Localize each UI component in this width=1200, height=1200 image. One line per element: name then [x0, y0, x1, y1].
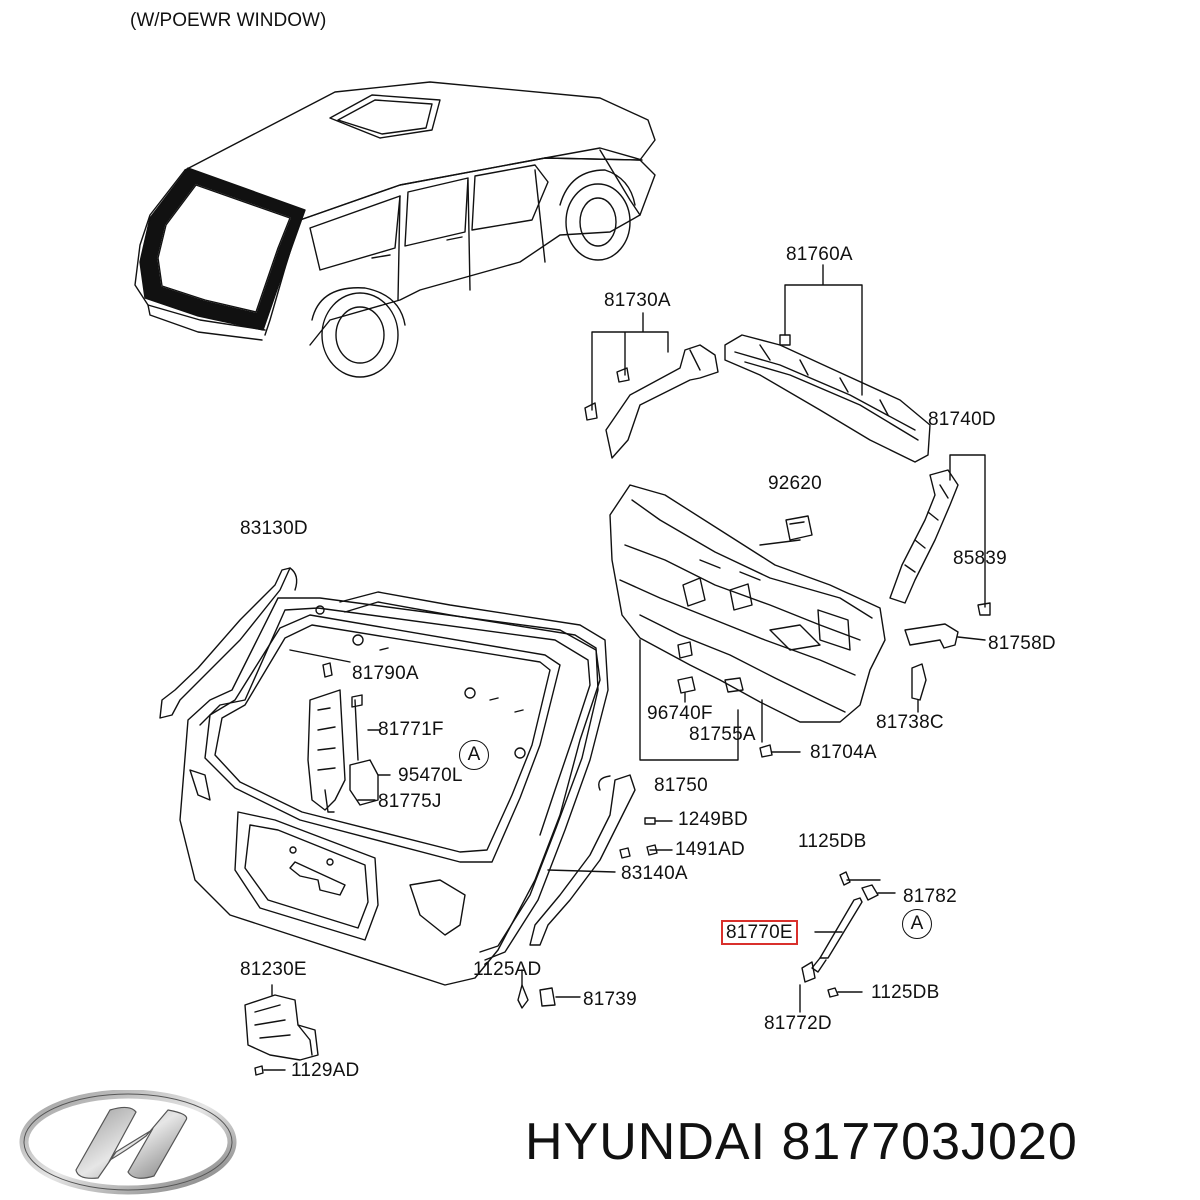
part-label-1125AD: 1125AD: [473, 959, 542, 980]
part-label-81750: 81750: [654, 775, 708, 796]
part-label-1125DB-bottom: 1125DB: [871, 982, 940, 1003]
upper-trim-parts: [584, 264, 991, 616]
part-label-81230E: 81230E: [240, 959, 307, 980]
part-label-1125DB-top: 1125DB: [798, 831, 867, 852]
part-label-1249BD: 1249BD: [678, 809, 748, 830]
part-number: 817703J020: [781, 1113, 1078, 1171]
part-label-96740F: 96740F: [647, 703, 713, 724]
reference-callout-a: A: [459, 740, 489, 770]
part-label-81790A: 81790A: [352, 663, 419, 684]
gas-strut: [799, 871, 896, 1013]
brand-name: HYUNDAI: [525, 1113, 767, 1171]
diagram-header-note: (W/POEWR WINDOW): [130, 10, 327, 31]
part-label-81730A: 81730A: [604, 290, 671, 311]
part-label-81740D: 81740D: [928, 409, 996, 430]
part-label-83130D: 83130D: [240, 518, 308, 539]
tailgate: [159, 567, 673, 1009]
part-label-81772D: 81772D: [764, 1013, 832, 1034]
part-label-81755A: 81755A: [689, 724, 756, 745]
brand-and-part-number: HYUNDAI 817703J020: [525, 1112, 1078, 1172]
part-label-81758D: 81758D: [988, 633, 1056, 654]
part-label-1129AD: 1129AD: [291, 1060, 360, 1081]
part-label-85839: 85839: [953, 548, 1007, 569]
part-label-83140A: 83140A: [621, 863, 688, 884]
part-label-1491AD: 1491AD: [675, 839, 745, 860]
wiper-motor: [244, 984, 319, 1076]
part-label-81704A: 81704A: [810, 742, 877, 763]
part-label-81771F: 81771F: [378, 719, 444, 740]
part-label-81770E-highlighted: 81770E: [721, 920, 798, 945]
part-label-92620: 92620: [768, 473, 822, 494]
hyundai-logo-icon: [19, 1090, 237, 1195]
part-label-81782: 81782: [903, 886, 957, 907]
part-label-95470L: 95470L: [398, 765, 463, 786]
inner-trim-panel: [609, 484, 986, 761]
part-label-81775J: 81775J: [378, 791, 442, 812]
part-label-81739: 81739: [583, 989, 637, 1010]
reference-callout-a: A: [902, 909, 932, 939]
part-label-81738C: 81738C: [876, 712, 944, 733]
part-label-81760A: 81760A: [786, 244, 853, 265]
